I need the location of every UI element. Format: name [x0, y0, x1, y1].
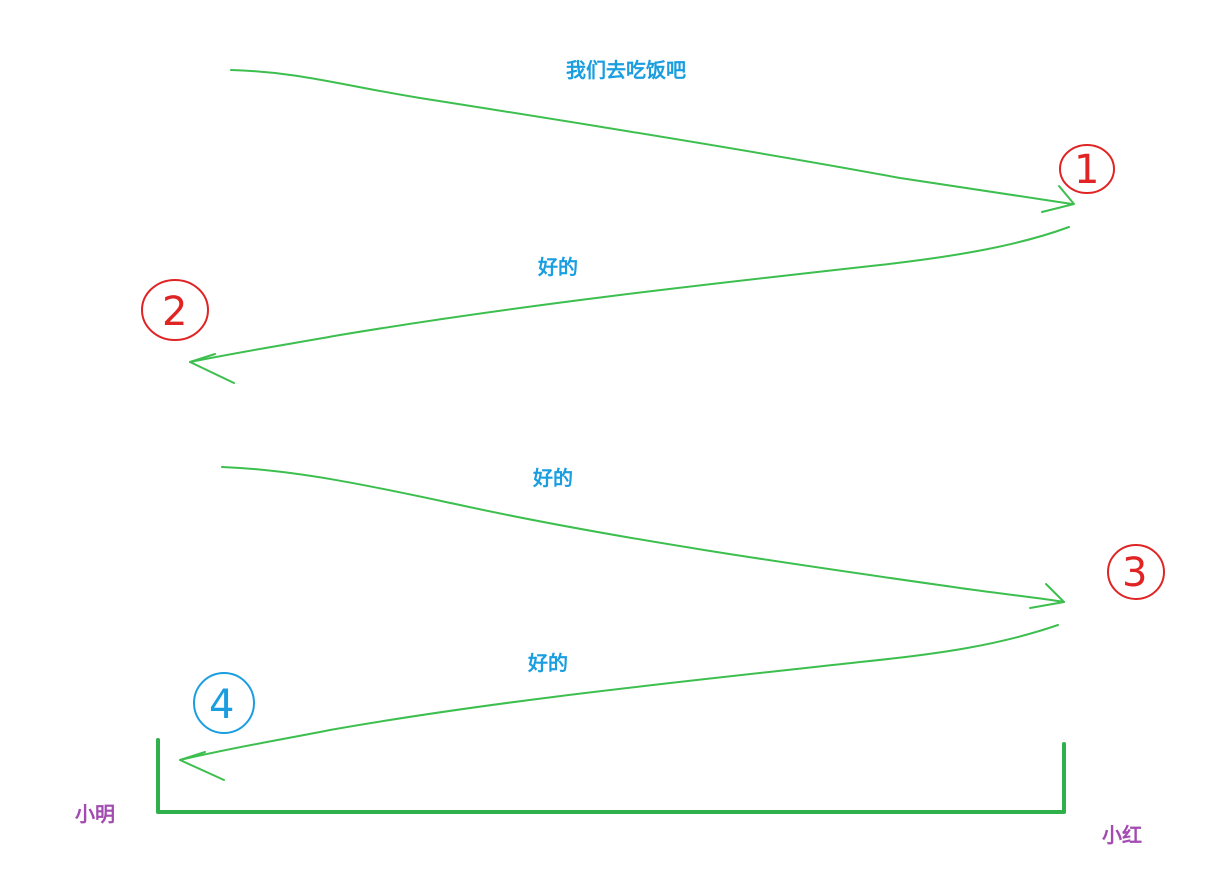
message-4-label: 好的	[528, 651, 568, 675]
party-right-label: 小红	[1102, 823, 1142, 847]
step-4-number: 4	[209, 682, 234, 728]
step-2-number: 2	[162, 289, 187, 335]
message-1-label: 我们去吃饭吧	[566, 58, 686, 82]
step-4-circle	[193, 672, 255, 734]
message-3-label: 好的	[533, 466, 573, 490]
step-3-circle	[1107, 544, 1165, 600]
step-1-number: 1	[1074, 147, 1099, 193]
arrow-3-line	[221, 466, 1065, 603]
arrow-1-head	[1041, 185, 1075, 213]
arrow-4-head	[179, 751, 225, 781]
arrow-1-line	[230, 69, 1073, 205]
step-3-number: 3	[1122, 550, 1147, 596]
arrow-2-line	[189, 226, 1070, 363]
arrow-3-head	[1029, 583, 1065, 609]
step-1-circle	[1059, 144, 1115, 194]
timeline-bracket	[156, 738, 1066, 814]
arrow-4-line	[179, 624, 1059, 761]
message-2-label: 好的	[538, 255, 578, 279]
arrow-2-head	[189, 353, 235, 384]
party-left-label: 小明	[75, 802, 115, 826]
step-2-circle	[141, 279, 209, 341]
